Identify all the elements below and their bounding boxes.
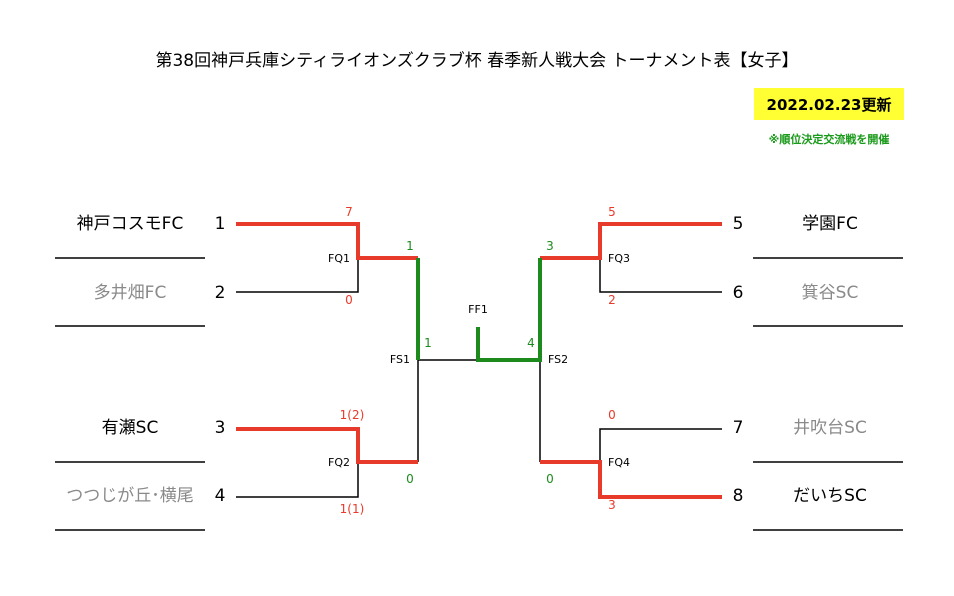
note-text: ※順位決定交流戦を開催 — [769, 132, 890, 146]
win-line-team-3 — [236, 427, 418, 464]
winner-lines-green — [416, 258, 542, 362]
page-title: 第38回神戸兵庫シティライオンズクラブ杯 春季新人戦大会 トーナメント表【女子】 — [155, 50, 798, 71]
seed-3: 3 — [215, 418, 226, 438]
update-badge — [754, 88, 904, 120]
team-name-3: 有瀬SC — [102, 418, 159, 438]
left-team-rules — [55, 257, 205, 531]
line-team-2 — [236, 258, 359, 293]
team-name-1: 神戸コスモFC — [77, 214, 184, 234]
match-code-fq3: FQ3 — [608, 252, 630, 265]
match-code-ff1: FF1 — [468, 303, 488, 316]
team-name-5: 学園FC — [802, 214, 858, 234]
seed-8: 8 — [733, 486, 744, 506]
update-date: 2022.02.23更新 — [767, 96, 892, 114]
score-fq4-team-7: 0 — [608, 408, 616, 422]
team-name-7: 井吹台SC — [793, 418, 867, 438]
line-team-6 — [599, 258, 722, 293]
line-team-7 — [599, 428, 722, 462]
team-name-2: 多井畑FC — [94, 283, 167, 303]
score-fq2-advance: 0 — [406, 472, 414, 486]
win-line-team-8 — [540, 460, 722, 499]
win-line-fq3-to-final — [476, 258, 542, 362]
team-name-6: 箕谷SC — [802, 283, 859, 303]
score-fq1-team-2: 0 — [345, 293, 353, 307]
match-code-fq1: FQ1 — [328, 252, 350, 265]
score-fq4-advance: 0 — [546, 472, 554, 486]
win-line-team-5 — [540, 222, 722, 260]
score-fq3-team-6: 2 — [608, 293, 616, 307]
score-fs2-advance: 4 — [527, 336, 535, 350]
match-code-fq4: FQ4 — [608, 456, 630, 469]
seed-2: 2 — [215, 283, 226, 303]
winner-lines-red — [236, 222, 722, 499]
team-name-8: だいちSC — [793, 486, 867, 506]
seed-4: 4 — [215, 486, 226, 506]
score-fq2-team-3: 1(2) — [340, 408, 365, 422]
score-fq4-team-8: 3 — [608, 498, 616, 512]
match-code-fs2: FS2 — [548, 353, 568, 366]
seed-5: 5 — [733, 214, 744, 234]
win-line-team-1 — [236, 222, 418, 260]
score-fq2-team-4: 1(1) — [340, 502, 365, 516]
line-team-4 — [236, 462, 359, 498]
seed-1: 1 — [215, 214, 226, 234]
match-code-fq2: FQ2 — [328, 456, 350, 469]
match-code-fs1: FS1 — [390, 353, 410, 366]
seed-7: 7 — [733, 418, 744, 438]
score-fq1-advance: 1 — [406, 239, 414, 253]
score-fq3-team-5: 5 — [608, 205, 616, 219]
team-name-4: つつじが丘･横尾 — [66, 486, 194, 506]
score-fq3-advance: 3 — [546, 239, 554, 253]
right-team-rules — [753, 257, 903, 531]
score-fs1-advance: 1 — [424, 336, 432, 350]
bracket-lines — [236, 258, 722, 498]
seed-6: 6 — [733, 283, 744, 303]
score-fq1-team-1: 7 — [345, 205, 353, 219]
